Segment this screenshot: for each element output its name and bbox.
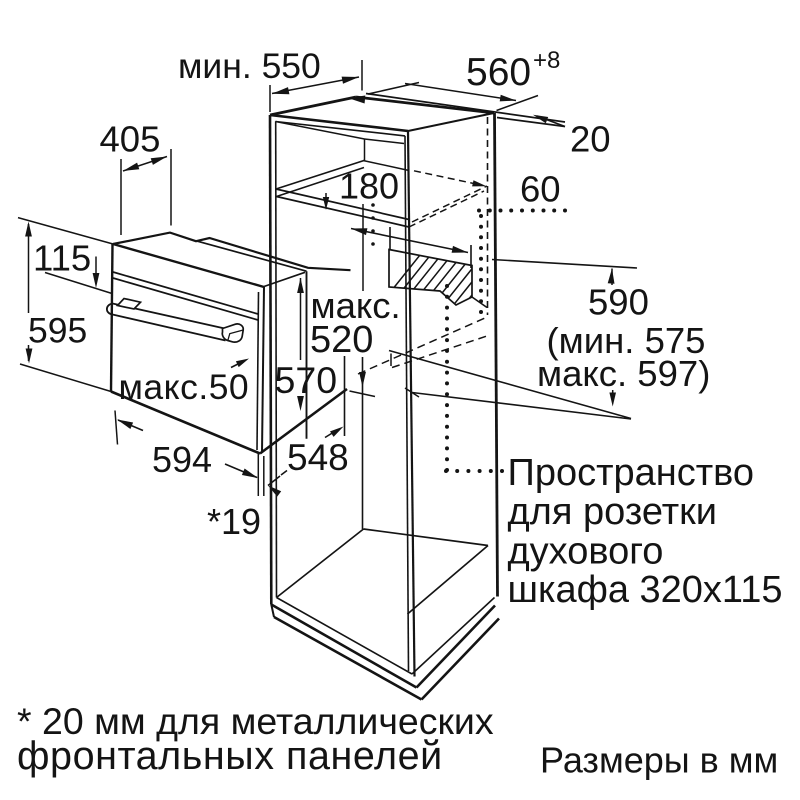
svg-text:Пространство: Пространство	[508, 452, 755, 494]
svg-text:405: 405	[100, 119, 161, 160]
svg-text:20: 20	[570, 119, 611, 160]
svg-text:мин. 550: мин. 550	[178, 46, 321, 86]
svg-text:590: 590	[588, 282, 649, 323]
svg-text:+8: +8	[533, 47, 560, 74]
svg-text:180: 180	[339, 166, 399, 207]
svg-text:фронтальных панелей: фронтальных панелей	[17, 734, 443, 778]
svg-text:570: 570	[275, 359, 338, 401]
svg-text:594: 594	[152, 439, 212, 480]
svg-text:макс.50: макс.50	[119, 367, 250, 407]
svg-text:548: 548	[287, 437, 349, 478]
svg-text:115: 115	[33, 238, 91, 279]
svg-text:(мин. 575: (мин. 575	[547, 320, 706, 361]
svg-text:для розетки: для розетки	[508, 491, 717, 533]
svg-text:595: 595	[28, 311, 87, 351]
svg-text:520: 520	[310, 319, 373, 361]
svg-text:* 20 мм для металлических: * 20 мм для металлических	[17, 700, 494, 742]
svg-text:*19: *19	[207, 501, 261, 542]
svg-text:макс.: макс.	[311, 285, 401, 326]
svg-text:макс. 597): макс. 597)	[537, 353, 710, 394]
svg-text:шкафа 320x115: шкафа 320x115	[508, 569, 783, 611]
svg-text:560: 560	[466, 51, 531, 94]
svg-text:Размеры в мм: Размеры в мм	[540, 740, 778, 781]
svg-text:духового: духового	[508, 531, 664, 573]
svg-text:60: 60	[520, 169, 561, 210]
